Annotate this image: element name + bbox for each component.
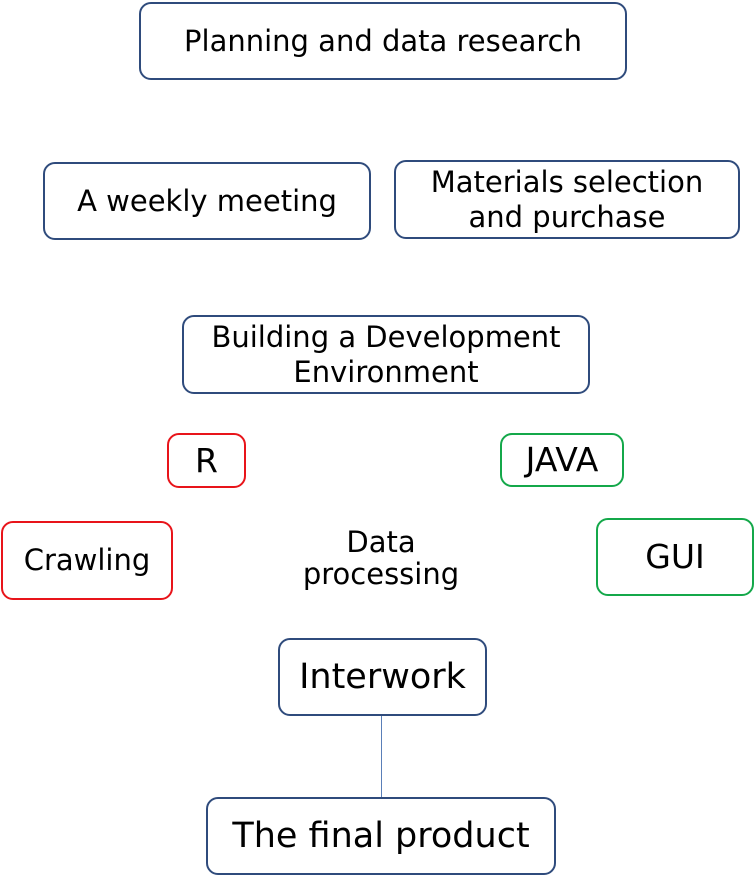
- planning-box: Planning and data research: [139, 2, 627, 80]
- dev-environment-label: Building a Development Environment: [211, 319, 561, 389]
- interwork-box: Interwork: [278, 638, 487, 716]
- interwork-label: Interwork: [299, 657, 466, 697]
- java-label: JAVA: [525, 440, 599, 480]
- dev-environment-box: Building a Development Environment: [182, 315, 590, 394]
- gui-box: GUI: [596, 518, 754, 596]
- final-product-label: The final product: [232, 816, 530, 856]
- r-label: R: [195, 440, 218, 480]
- weekly-meeting-label: A weekly meeting: [77, 183, 337, 218]
- final-product-box: The final product: [206, 797, 556, 875]
- weekly-meeting-box: A weekly meeting: [43, 162, 371, 240]
- interwork-to-final-connector: [381, 716, 382, 797]
- materials-label: Materials selection and purchase: [430, 164, 704, 234]
- crawling-label: Crawling: [23, 543, 151, 578]
- data-processing-label: Data processing: [302, 525, 460, 591]
- planning-label: Planning and data research: [184, 23, 582, 58]
- java-box: JAVA: [500, 433, 624, 487]
- crawling-box: Crawling: [1, 521, 173, 600]
- gui-label: GUI: [645, 537, 705, 577]
- materials-box: Materials selection and purchase: [394, 160, 740, 239]
- r-box: R: [167, 433, 246, 488]
